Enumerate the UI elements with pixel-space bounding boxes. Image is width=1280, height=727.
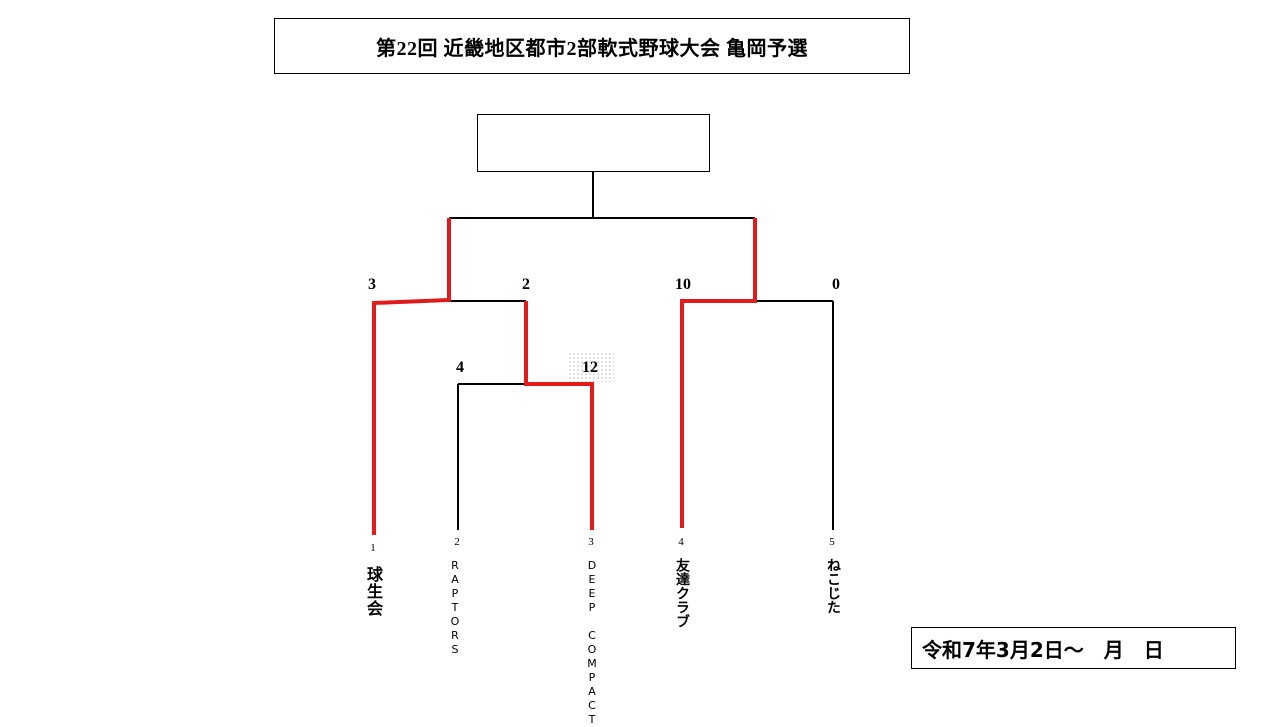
score-raptors: 4 <box>456 359 464 376</box>
score-highlight <box>568 352 614 382</box>
champion-box <box>477 114 710 172</box>
team-name-4: 友達クラブ <box>674 558 690 628</box>
winner-path-left <box>372 218 451 535</box>
winner-path-deep <box>524 301 594 530</box>
winner-path-right <box>680 218 757 528</box>
seed-4: 4 <box>678 536 684 548</box>
seed-2: 2 <box>454 536 460 548</box>
team-name-3: DEEP COMPACT <box>585 559 599 727</box>
score-kyuseikai: 3 <box>368 276 376 293</box>
seed-3: 3 <box>588 536 594 548</box>
score-nekojita: 0 <box>832 276 840 293</box>
tournament-title: 第22回 近畿地区都市2部軟式野球大会 亀岡予選 <box>274 18 910 74</box>
score-tomodachi: 10 <box>675 276 691 293</box>
tournament-date: 令和7年3月2日～ 月 日 <box>911 627 1236 669</box>
score-left-semi-bottom: 2 <box>522 276 530 293</box>
team-name-5: ねこじた <box>825 558 841 614</box>
seed-1: 1 <box>370 542 376 554</box>
team-name-2: RAPTORS <box>448 559 462 657</box>
score-deep-compact: 12 <box>582 359 598 376</box>
team-name-1: 球生会 <box>364 566 383 617</box>
seed-5: 5 <box>829 536 835 548</box>
